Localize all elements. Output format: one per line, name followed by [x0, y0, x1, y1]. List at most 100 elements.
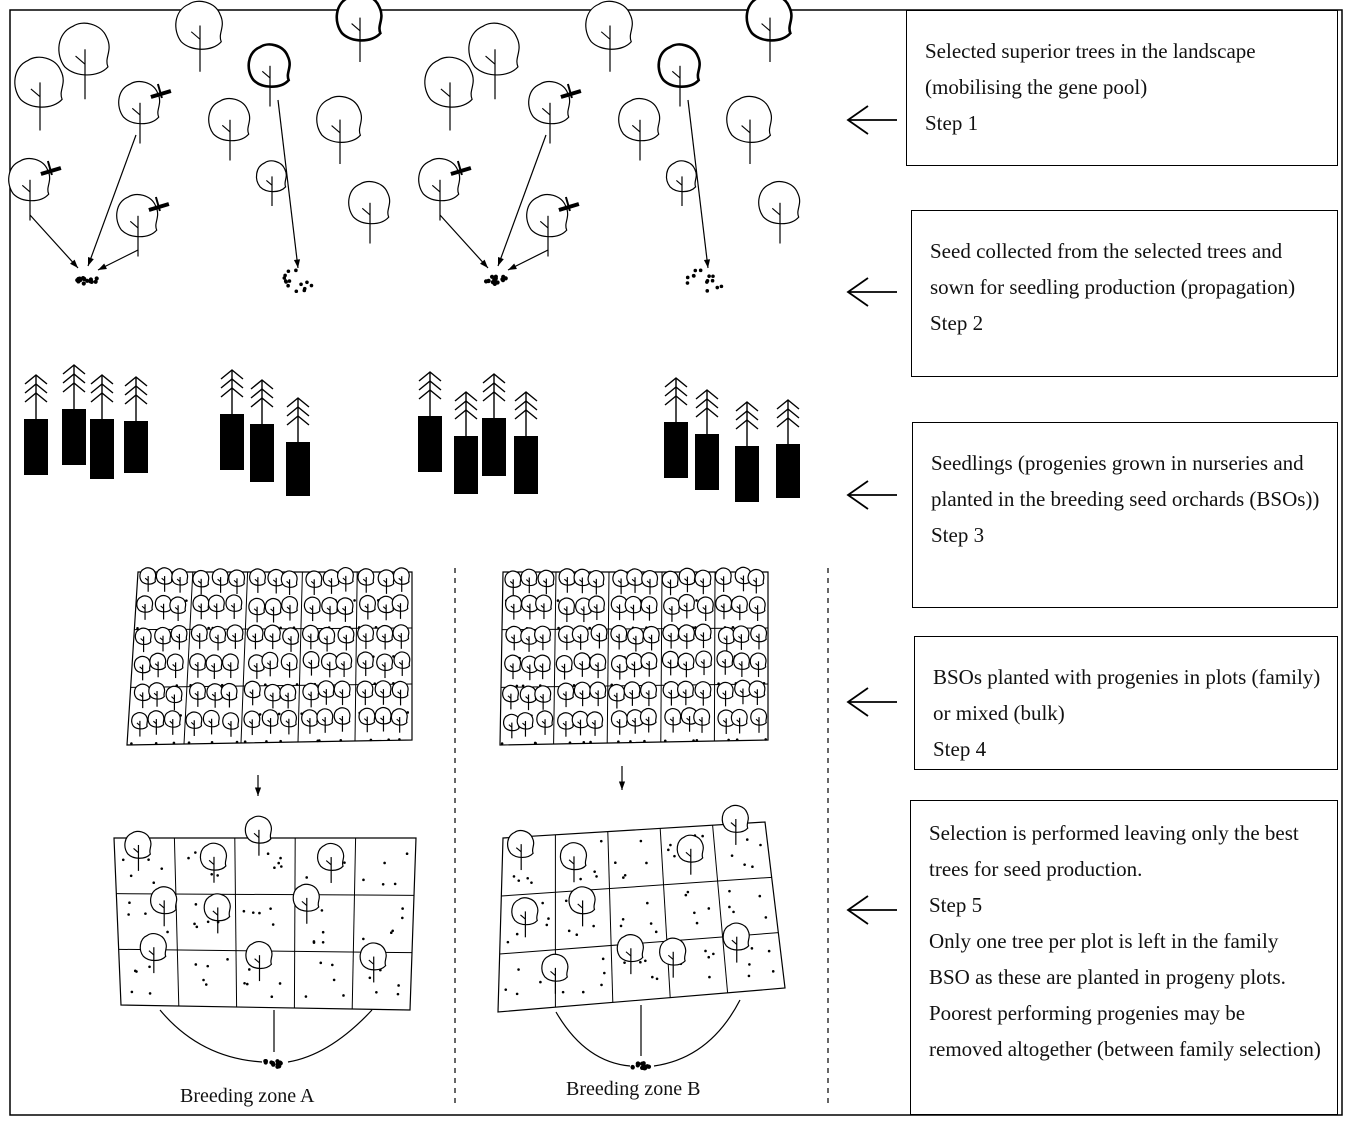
tree-icon: [520, 568, 538, 594]
tree-icon: [305, 570, 323, 595]
tree-icon: [747, 568, 765, 594]
tree-icon: [154, 594, 172, 620]
tree-icon: [302, 682, 320, 708]
tree-icon: [559, 842, 588, 883]
tree-icon: [335, 0, 383, 62]
seedling-icon: [62, 364, 86, 465]
tree-icon: [726, 95, 773, 164]
tree-icon: [625, 652, 643, 678]
tree-icon: [148, 682, 166, 707]
tree-icon: [662, 681, 680, 706]
tree-icon: [678, 567, 696, 593]
tree-icon: [557, 712, 575, 737]
tree-icon: [639, 707, 657, 733]
tree-icon: [573, 652, 591, 677]
tree-icon: [280, 653, 298, 678]
tree-icon: [280, 709, 298, 735]
tree-icon: [376, 624, 394, 650]
tree-icon: [573, 568, 591, 594]
seedling-icon: [482, 373, 506, 476]
tree-icon: [139, 933, 167, 974]
selection-mark-icon: [450, 160, 472, 176]
seedling-icon: [250, 379, 274, 482]
step-2-box: Seed collected from the selected trees a…: [911, 210, 1338, 377]
tree-icon: [536, 710, 554, 735]
tree-icon: [722, 922, 750, 963]
tree-icon: [221, 653, 239, 679]
tree-icon: [149, 652, 167, 678]
tree-icon: [377, 595, 395, 621]
tree-icon: [390, 708, 408, 733]
tree-icon: [618, 97, 661, 161]
tree-icon: [589, 653, 607, 679]
tree-icon: [661, 650, 679, 676]
tree-icon: [202, 709, 220, 735]
tree-icon: [504, 654, 522, 680]
tree-icon: [222, 712, 240, 737]
tree-icon: [664, 708, 682, 733]
tree-icon: [261, 709, 279, 734]
seedling-icon: [286, 397, 310, 496]
step-1-description: Selected superior trees in the landscape…: [925, 39, 1256, 99]
tree-icon: [357, 568, 375, 593]
orchard-plot-dense: [126, 567, 413, 746]
tree-icon: [749, 652, 767, 678]
tree-icon: [661, 570, 679, 596]
tree-icon: [627, 627, 645, 652]
tree-icon: [301, 709, 319, 734]
tree-icon: [322, 569, 340, 594]
tree-icon: [302, 651, 320, 676]
tree-icon: [249, 568, 267, 593]
tree-icon: [748, 680, 766, 705]
step-5-box: Selection is performed leaving only the …: [910, 800, 1338, 1115]
tree-icon: [696, 596, 714, 621]
tree-icon: [211, 568, 229, 593]
tree-icon: [303, 596, 321, 622]
step-5-label: Step 5: [929, 893, 983, 917]
tree-icon: [623, 681, 641, 706]
tree-icon: [586, 711, 604, 736]
tree-icon: [243, 710, 261, 736]
arrow-icon: [87, 134, 137, 267]
tree-icon: [537, 569, 555, 595]
tree-icon: [716, 650, 734, 675]
tree-icon: [321, 597, 339, 622]
tree-icon: [263, 624, 281, 650]
tree-icon: [676, 834, 704, 875]
tree-icon: [133, 683, 151, 709]
tree-icon: [207, 594, 225, 620]
tree-icon: [359, 942, 387, 983]
tree-icon: [356, 680, 374, 706]
tree-icon: [333, 680, 351, 706]
tree-icon: [610, 624, 628, 650]
step-4-box: BSOs planted with progenies in plots (fa…: [914, 636, 1338, 770]
tree-icon: [134, 627, 152, 653]
collection-line: [555, 1011, 631, 1067]
tree-icon: [641, 570, 659, 595]
outer-frame: [9, 9, 1343, 1116]
tree-icon: [244, 815, 273, 856]
tree-icon: [732, 625, 750, 650]
tree-icon: [392, 567, 410, 592]
tree-icon: [640, 652, 658, 677]
seedling-icon: [695, 389, 719, 490]
tree-icon: [590, 623, 608, 649]
tree-icon: [348, 180, 391, 244]
tree-icon: [246, 624, 264, 650]
arrow-icon: [618, 766, 626, 790]
step-2-label: Step 2: [930, 311, 984, 335]
tree-icon: [610, 655, 628, 680]
selection-mark-icon: [148, 196, 170, 212]
tree-icon: [261, 651, 279, 677]
tree-icon: [695, 650, 713, 676]
tree-icon: [677, 652, 695, 678]
tree-icon: [555, 655, 573, 680]
tree-icon: [694, 569, 712, 595]
tree-icon: [357, 624, 375, 650]
seed-pile-icon: [685, 268, 724, 293]
tree-icon: [678, 593, 696, 619]
tree-icon: [468, 22, 520, 100]
tree-icon: [320, 652, 338, 678]
